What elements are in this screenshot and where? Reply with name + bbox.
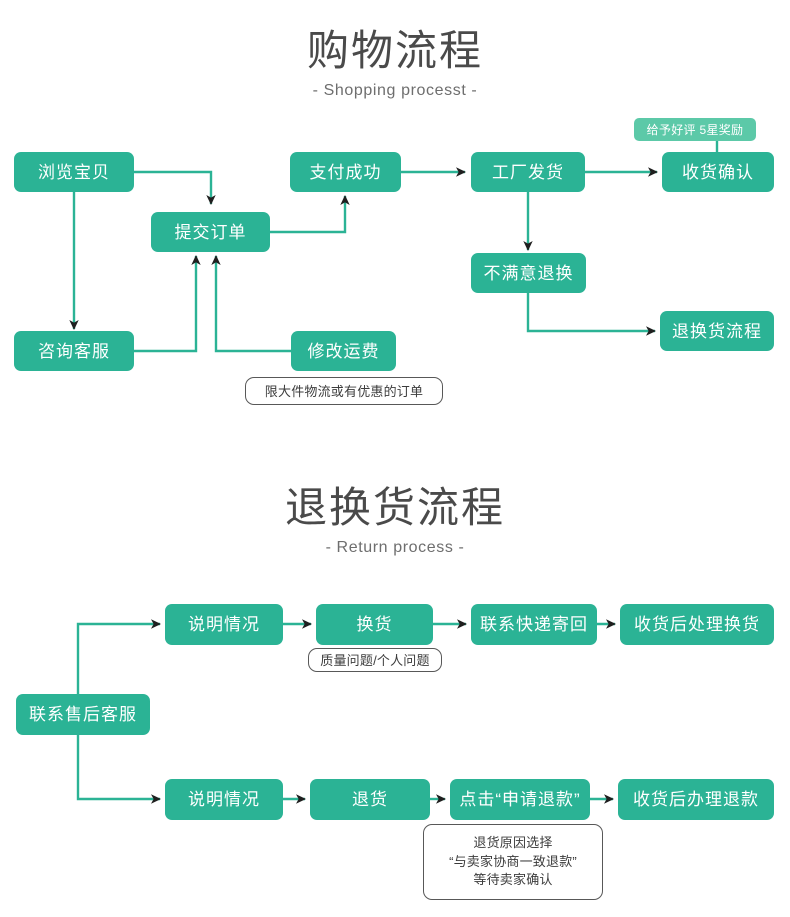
node-handle-refund-after-receipt[interactable]: 收货后办理退款 (618, 779, 774, 820)
edge-browse-to-submit (134, 170, 216, 205)
note-refund-reason: 退货原因选择 “与卖家协商一致退款” 等待卖家确认 (423, 824, 603, 900)
node-consult-service[interactable]: 咨询客服 (14, 331, 134, 371)
note-refund-reason-line-3: 等待卖家确认 (473, 872, 553, 888)
edge-service-to-explain-top (76, 619, 161, 694)
edge-service-to-explain-bottom (76, 735, 161, 804)
node-dissatisfied-return[interactable]: 不满意退换 (471, 253, 586, 293)
edge-submit-to-pay (270, 195, 350, 234)
node-click-apply-refund[interactable]: 点击“申请退款” (450, 779, 590, 820)
node-contact-after-sales[interactable]: 联系售后客服 (16, 694, 150, 735)
node-contact-courier-return[interactable]: 联系快递寄回 (471, 604, 597, 645)
note-shipping-fee-condition: 限大件物流或有优惠的订单 (245, 377, 443, 405)
node-return-goods[interactable]: 退货 (310, 779, 430, 820)
note-quality-or-personal-issue: 质量问题/个人问题 (308, 648, 442, 672)
node-return-exchange-flow[interactable]: 退换货流程 (660, 311, 774, 351)
return-title-block: 退换货流程 - Return process - (0, 482, 790, 557)
shopping-title: 购物流程 (306, 27, 483, 74)
node-pay-success[interactable]: 支付成功 (290, 152, 401, 192)
node-exchange-goods[interactable]: 换货 (316, 604, 433, 645)
note-refund-reason-line-2: “与卖家协商一致退款” (449, 853, 577, 869)
edge-modifyfee-to-submit (211, 255, 291, 353)
shopping-subtitle: - Shopping processt - (312, 81, 478, 99)
shopping-title-block: 购物流程 - Shopping processt - (0, 25, 790, 100)
edge-consult-to-submit (134, 255, 201, 353)
edge-dissatisfied-to-returnflow (526, 293, 656, 336)
node-explain-situation-top[interactable]: 说明情况 (165, 604, 283, 645)
note-refund-reason-line-1: 退货原因选择 (473, 834, 553, 850)
node-confirm-receipt[interactable]: 收货确认 (662, 152, 774, 192)
node-explain-situation-bottom[interactable]: 说明情况 (165, 779, 283, 820)
node-browse[interactable]: 浏览宝贝 (14, 152, 134, 192)
badge-five-star-reward: 给予好评 5星奖励 (634, 118, 756, 141)
return-subtitle: - Return process - (325, 538, 465, 556)
node-submit-order[interactable]: 提交订单 (151, 212, 270, 252)
return-title: 退换货流程 (284, 484, 505, 531)
node-factory-ship[interactable]: 工厂发货 (471, 152, 585, 192)
node-modify-shipping-fee[interactable]: 修改运费 (291, 331, 396, 371)
node-handle-exchange-after-receipt[interactable]: 收货后处理换货 (620, 604, 774, 645)
